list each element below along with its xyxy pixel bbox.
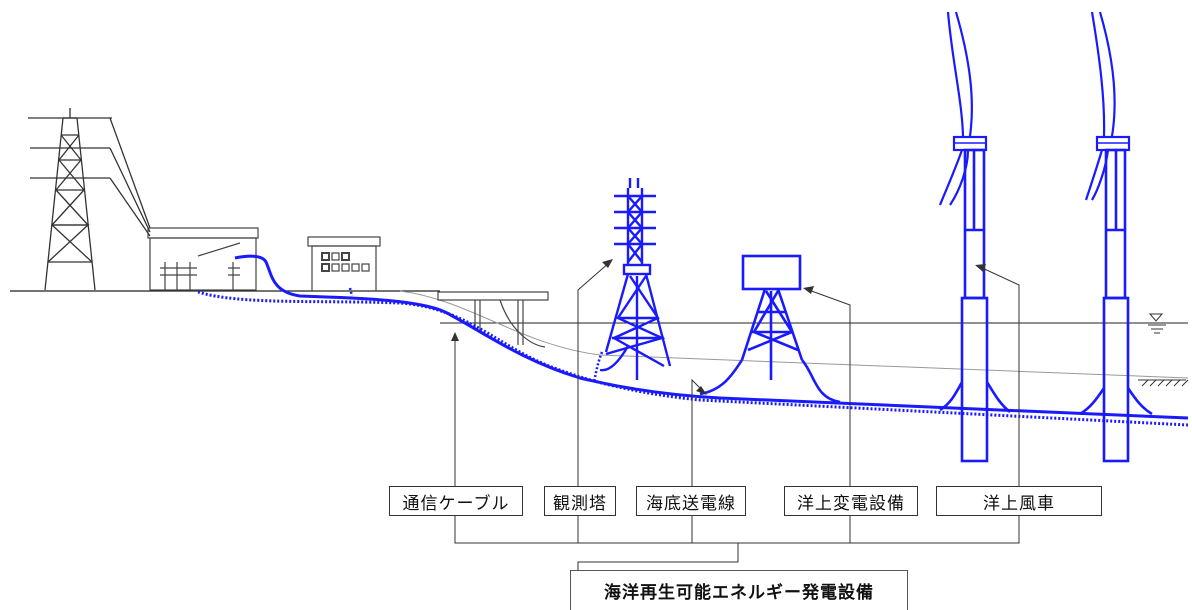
label-observation-tower: 観測塔 xyxy=(544,486,616,516)
submarine-power-cable xyxy=(234,254,1189,420)
leader-arrowheads xyxy=(451,259,986,395)
offshore-wind-turbine-1 xyxy=(938,11,1011,463)
onshore-control-building xyxy=(307,236,381,292)
communication-cable-branch xyxy=(348,287,354,297)
observation-tower xyxy=(599,178,672,380)
leader-lines xyxy=(454,261,1020,486)
label-offshore-wind-turbine: 洋上風車 xyxy=(936,486,1102,516)
tower-cable-branch xyxy=(592,351,604,383)
label-submarine-cable: 海底送電線 xyxy=(636,486,746,516)
seabed-hatch-icon xyxy=(1138,379,1189,387)
label-offshore-substation: 洋上変電設備 xyxy=(784,486,918,516)
water-level-icon xyxy=(1148,313,1166,334)
seabed-line xyxy=(399,290,1189,379)
coastal-pier xyxy=(437,291,549,348)
diagram-title: 海洋再生可能エネルギー発電設備 xyxy=(570,570,908,610)
communication-cable xyxy=(197,290,1189,427)
onshore-transmission-tower xyxy=(28,108,151,291)
onshore-substation-building xyxy=(147,227,259,291)
offshore-wind-turbine-2 xyxy=(1079,11,1153,463)
offshore-substation xyxy=(699,254,841,404)
label-bracket xyxy=(454,516,1020,570)
label-communication-cable: 通信ケーブル xyxy=(389,486,523,516)
